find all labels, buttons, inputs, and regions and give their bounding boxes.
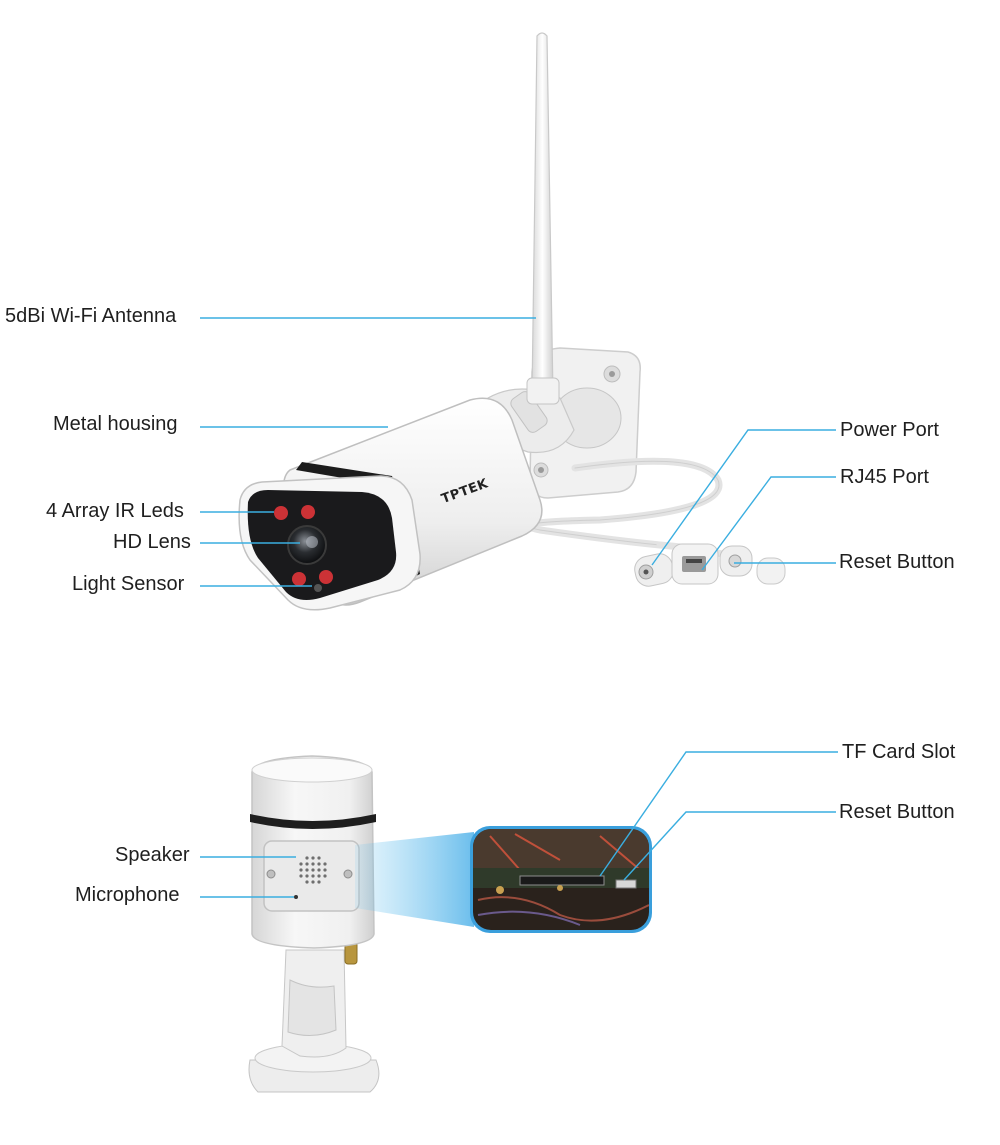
speaker-hole	[317, 856, 321, 860]
callout-metal-housing: Metal housing	[53, 413, 178, 435]
speaker-hole	[305, 856, 309, 860]
callout-ir-leds: 4 Array IR Leds	[46, 500, 184, 522]
antenna-graphic	[526, 32, 560, 405]
speaker-hole	[311, 856, 315, 860]
speaker-hole	[323, 862, 327, 866]
speaker-hole	[305, 874, 309, 878]
leader-tf-card-slot	[599, 751, 838, 877]
leader-rj45-port	[701, 476, 836, 571]
callout-rj45-port: RJ45 Port	[840, 466, 929, 488]
speaker-hole	[311, 874, 315, 878]
camera-body	[238, 397, 543, 611]
speaker-hole	[299, 862, 303, 866]
speaker-hole	[305, 868, 309, 872]
speaker-hole	[317, 868, 321, 872]
leader-power-port	[651, 429, 836, 566]
speaker-hole	[323, 874, 327, 878]
speaker-hole	[317, 880, 321, 884]
microphone-hole	[294, 895, 298, 899]
power-connector	[634, 553, 674, 587]
callout-reset-button-2: Reset Button	[839, 801, 955, 823]
speaker-hole	[305, 880, 309, 884]
speaker-hole	[317, 862, 321, 866]
zoom-inset-panel	[470, 826, 652, 933]
bottom-camera	[248, 755, 380, 1093]
speaker-hole	[317, 874, 321, 878]
speaker-hole	[299, 874, 303, 878]
callout-hd-lens: HD Lens	[113, 531, 191, 553]
leader-lines	[200, 317, 838, 898]
callout-power-port: Power Port	[840, 419, 939, 441]
leader-reset-button-2	[623, 811, 836, 881]
callout-microphone: Microphone	[75, 884, 180, 906]
speaker-hole	[299, 868, 303, 872]
callout-light-sensor: Light Sensor	[72, 573, 185, 595]
callout-speaker: Speaker	[115, 844, 190, 866]
callout-antenna: 5dBi Wi-Fi Antenna	[5, 305, 177, 327]
speaker-hole	[323, 868, 327, 872]
callout-tf-card-slot: TF Card Slot	[842, 741, 956, 763]
callout-reset-button: Reset Button	[839, 551, 955, 573]
speaker-hole	[305, 862, 309, 866]
speaker-hole	[311, 868, 315, 872]
speaker-hole	[311, 880, 315, 884]
reset-connector	[719, 545, 786, 585]
speaker-hole	[311, 862, 315, 866]
rj45-connector	[671, 543, 719, 585]
speaker-grille	[299, 856, 327, 884]
zoom-beam	[355, 832, 474, 927]
